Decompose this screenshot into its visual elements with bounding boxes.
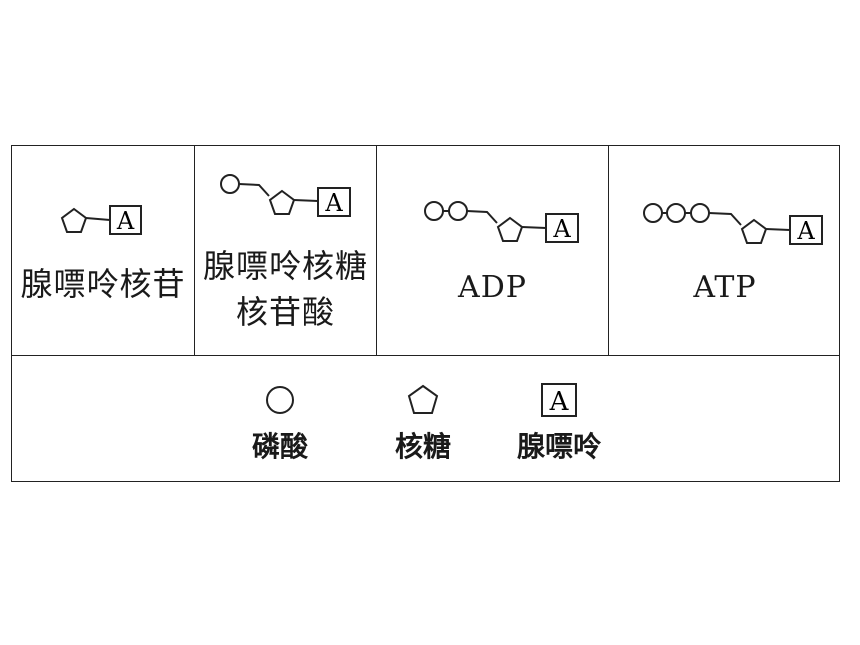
phosphate-circle (690, 203, 710, 223)
legend-row: A 磷酸 核糖 腺嘌呤 (12, 356, 839, 481)
legend-adenine-letter: A (549, 387, 570, 417)
adenine-letter: A (552, 215, 571, 243)
legend-ribose-icon (407, 384, 439, 414)
cell-adenosine: A 腺嘌呤核苷 (12, 146, 194, 355)
phosphate-circle (643, 203, 663, 223)
ribose-base-bond (293, 199, 319, 202)
legend-phosphate-icon (266, 386, 294, 414)
adenine-box (317, 187, 351, 217)
amp-structure: A (220, 174, 351, 217)
phosphate-circle (448, 201, 468, 221)
phosphate-ribose-bond (708, 212, 742, 226)
name-adp: ADP (458, 270, 527, 305)
ribose-pentagon (740, 218, 768, 244)
adenine-letter: A (796, 217, 815, 245)
legend-ribose-label: 核糖 (394, 430, 452, 463)
ribose-pentagon (268, 189, 296, 215)
phosphate-ribose-bond (466, 210, 498, 224)
cell-atp: A ATP (608, 146, 841, 355)
ribose-pentagon (496, 216, 524, 242)
ribose-base-bond (85, 217, 111, 221)
legend-adenine-icon (541, 383, 577, 417)
legend-adenine-label: 腺嘌呤 (516, 430, 602, 463)
ribose-pentagon (60, 207, 88, 233)
name-amp-line1: 腺嘌呤核糖 (202, 247, 368, 285)
atp-structure: A (643, 203, 823, 245)
legend-symbols: A (266, 383, 577, 417)
name-adenosine: 腺嘌呤核苷 (20, 265, 186, 303)
adenine-letter: A (116, 207, 135, 235)
structures-row: A 腺嘌呤核苷 A 腺嘌呤核糖 核苷酸 (12, 146, 839, 356)
phosphate-circle (666, 203, 686, 223)
adenine-box (789, 215, 823, 245)
name-amp-line2: 核苷酸 (235, 293, 335, 331)
legend-phosphate-label: 磷酸 (251, 430, 309, 463)
phosphate-ribose-bond (238, 183, 270, 197)
ribose-base-bond (521, 226, 547, 229)
adenine-letter: A (324, 189, 343, 217)
cell-amp: A 腺嘌呤核糖 核苷酸 (194, 146, 376, 355)
molecule-comparison-figure: A 腺嘌呤核苷 A 腺嘌呤核糖 核苷酸 (11, 145, 840, 482)
adenosine-structure: A (60, 205, 142, 235)
cell-adp: A ADP (376, 146, 608, 355)
phosphate-circle (220, 174, 240, 194)
name-atp: ATP (693, 270, 757, 305)
adenine-box (109, 205, 142, 235)
adp-structure: A (424, 201, 579, 243)
phosphate-circle (424, 201, 444, 221)
ribose-base-bond (765, 228, 791, 231)
adenine-box (545, 213, 579, 243)
